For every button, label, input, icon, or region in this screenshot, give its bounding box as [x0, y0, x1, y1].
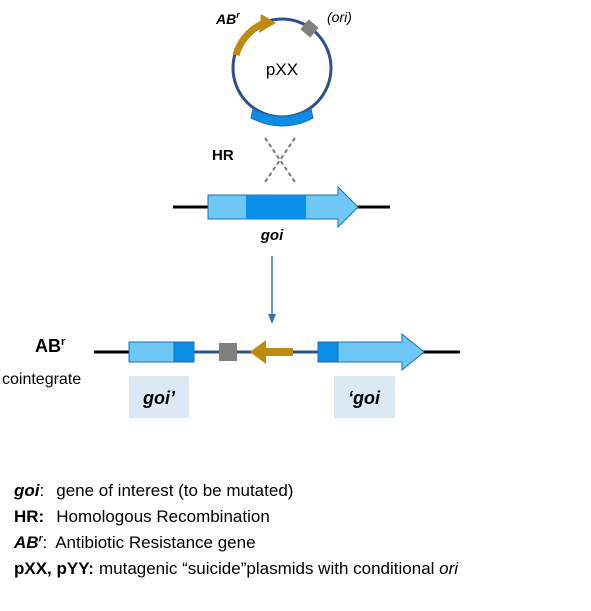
legend: goi: gene of interest (to be mutated) HR:…	[14, 478, 584, 582]
legend-goi-text: gene of interest (to be mutated)	[56, 481, 294, 500]
hr-label: HR	[212, 147, 234, 164]
crossover-line-b	[264, 137, 296, 183]
crossover-line-a	[264, 137, 296, 183]
plasmid-name: pXX	[266, 60, 298, 79]
legend-row-ab: ABr: Antibiotic Resistance gene	[14, 530, 584, 556]
ab-resistance-arrow	[232, 20, 264, 57]
target-locus: goi	[173, 185, 390, 244]
plasmid-goi-segment	[250, 108, 314, 127]
legend-row-goi: goi: gene of interest (to be mutated)	[14, 478, 584, 504]
legend-row-pxx: pXX, pYY:mutagenic “suicide”plasmids wit…	[14, 556, 584, 582]
legend-hr-key: HR:	[14, 507, 45, 526]
legend-pxx-text: mutagenic “suicide”plasmids with conditi…	[98, 559, 440, 578]
goi-prime-label: goi’	[142, 388, 176, 408]
legend-ab-sep: :	[42, 533, 48, 552]
goi-suffix-label-box	[334, 376, 395, 418]
plasmid-ab-label: ABr	[215, 10, 240, 27]
cointegrate: ABr cointegrate goi’ ‘goi	[2, 332, 460, 418]
legend-row-hr: HR: Homologous Recombination	[14, 504, 584, 530]
legend-pxx-ori: ori	[439, 559, 459, 578]
legend-ab-text: Antibiotic Resistance gene	[55, 533, 256, 552]
legend-pxx-key: pXX, pYY:	[14, 559, 94, 578]
goi-prime-box-dark	[173, 341, 195, 363]
cointegrate-ab-label: ABr	[35, 336, 66, 356]
plasmid-pxx: pXX ABr (ori)	[215, 9, 352, 127]
cointegrate-ab-arrow	[250, 340, 293, 364]
goi-suffix-label: ‘goi	[348, 388, 381, 408]
hr-crossover: HR	[212, 137, 296, 183]
legend-goi-key: goi	[14, 481, 40, 500]
legend-goi-sep: :	[39, 481, 45, 500]
goi-suffix-box-dark	[317, 341, 339, 363]
goi-core-segment	[246, 195, 306, 219]
goi-prime-box-light	[128, 341, 175, 363]
goi-suffix-arrow	[337, 332, 425, 372]
goi-prime-label-box	[129, 376, 189, 418]
cointegrate-label: cointegrate	[2, 371, 81, 388]
goi-label: goi	[260, 227, 284, 244]
process-arrow-head	[268, 314, 276, 324]
legend-ab-key: ABr	[14, 533, 43, 552]
ab-resistance-arrowhead	[259, 14, 276, 33]
process-arrow	[268, 256, 276, 324]
legend-hr-text: Homologous Recombination	[56, 507, 270, 526]
plasmid-ori-label: (ori)	[327, 9, 352, 25]
cointegrate-ori-marker	[219, 343, 237, 361]
ori-marker	[300, 19, 319, 38]
